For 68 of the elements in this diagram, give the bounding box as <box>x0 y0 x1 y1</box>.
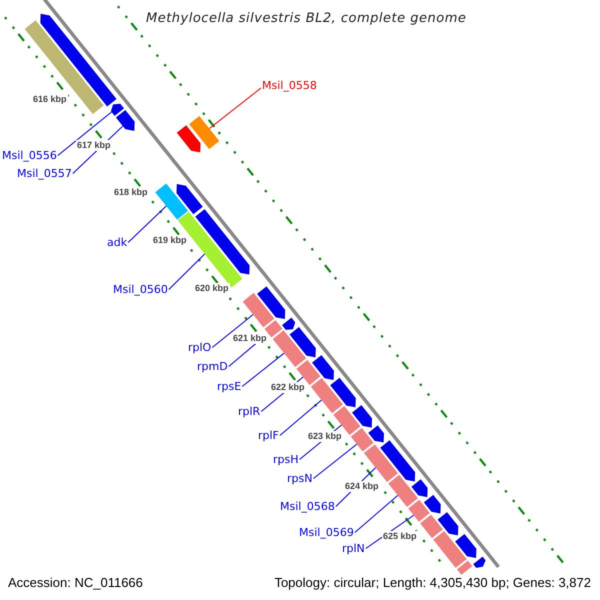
gene-feature <box>352 405 372 428</box>
gene-label: Msil_0556 <box>2 149 57 162</box>
gene-feature <box>257 286 286 320</box>
leader-line <box>365 514 414 549</box>
leader-line <box>279 400 322 436</box>
leader-line <box>57 112 112 156</box>
leader-line <box>242 352 285 387</box>
gene-feature <box>408 500 430 522</box>
leader-line <box>168 254 206 290</box>
leader-line <box>312 444 358 479</box>
gene-feature <box>155 184 188 220</box>
gene-feature <box>189 116 220 150</box>
position-label: 618 kbp <box>113 187 149 198</box>
leader-line <box>208 88 262 130</box>
gene-feature <box>296 360 320 386</box>
gene-feature <box>380 440 416 482</box>
position-label: 623 kbp <box>307 431 343 442</box>
position-label: 624 kbp <box>344 481 380 492</box>
leader-line <box>212 314 254 348</box>
gene-feature <box>242 292 274 328</box>
gene-feature <box>368 425 384 442</box>
gene-feature <box>438 512 458 536</box>
gene-label: adk <box>107 236 128 249</box>
gene-label: rpsN <box>287 472 312 485</box>
gene-feature <box>411 479 428 498</box>
gene-feature <box>176 125 201 152</box>
gene-feature <box>110 104 124 116</box>
gene-label: rplO <box>188 341 212 354</box>
gene-label: rplF <box>258 429 279 442</box>
gene-feature <box>310 378 343 414</box>
gene-feature <box>388 474 418 507</box>
gene-feature <box>24 20 104 114</box>
gene-feature <box>312 355 334 380</box>
gene-feature <box>116 110 135 131</box>
gene-label: rpmD <box>197 360 228 373</box>
position-label: 625 kbp <box>382 531 418 542</box>
gene-feature <box>195 209 250 275</box>
position-label: 622 kbp <box>270 382 306 393</box>
position-label: 620 kbp <box>194 283 230 294</box>
gene-feature <box>420 514 443 538</box>
gene-feature <box>433 531 467 568</box>
gene-feature <box>455 534 476 558</box>
gene-label: rplN <box>342 542 365 555</box>
gene-label: Msil_0557 <box>17 167 72 180</box>
gene-label: Msil_0568 <box>280 500 335 513</box>
gene-label: rpsH <box>273 453 299 466</box>
position-label: 621 kbp <box>232 333 268 344</box>
position-label: 617 kbp <box>76 140 112 151</box>
footer-text: Topology: circular; Length: 4,305,430 bp; Genes: 3,872 <box>274 575 591 591</box>
gene-label: Msil_0560 <box>113 283 168 296</box>
gene-feature <box>176 184 203 214</box>
gene-label: Msil_0569 <box>299 526 354 539</box>
gene-feature <box>473 556 486 568</box>
gene-feature <box>350 428 374 452</box>
gene-feature <box>424 494 441 514</box>
leader-line <box>354 494 398 533</box>
gene-feature <box>364 444 398 482</box>
gene-label: Msil_0558 <box>262 79 317 92</box>
gene-label: rplR <box>238 405 260 418</box>
position-label: 619 kbp <box>152 235 188 246</box>
gene-feature <box>272 330 306 368</box>
position-label: 616 kbp <box>32 94 68 105</box>
footer-text: Accession: NC_011666 <box>8 575 143 591</box>
leader-line <box>128 205 167 243</box>
gene-label: rpsE <box>217 380 242 393</box>
title: Methylocella silvestris BL2, complete genome <box>146 10 466 28</box>
gene-feature <box>330 378 356 408</box>
gene-feature <box>290 327 316 358</box>
